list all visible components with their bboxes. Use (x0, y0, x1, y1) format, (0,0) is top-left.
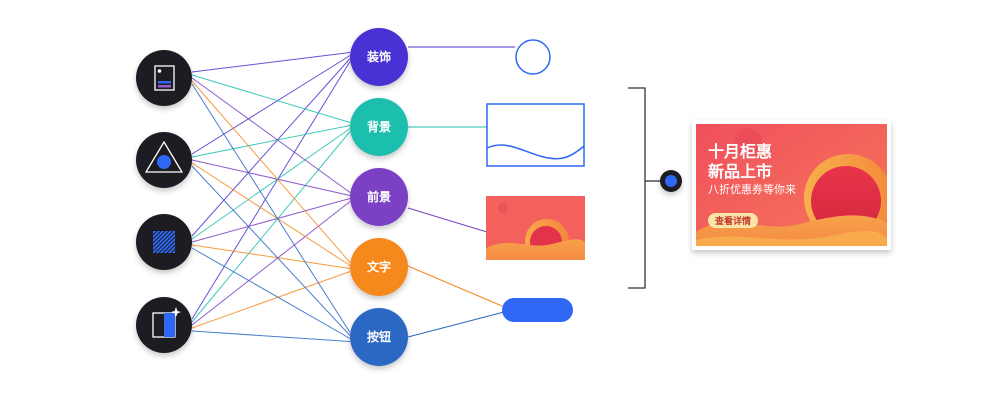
link-source-1-to-decoration (191, 52, 351, 73)
banner-subtitle: 八折优惠券等你来 (708, 182, 796, 196)
link-source-2-to-foreground (191, 159, 351, 196)
banner-cta-label: 查看详情 (714, 215, 751, 227)
merge-bracket (628, 87, 682, 289)
layer-node-decoration[interactable]: 装饰 (350, 28, 408, 86)
layer-node-background[interactable]: 背景 (350, 98, 408, 156)
layer-node-text[interactable]: 文字 (350, 238, 408, 296)
banner-cta-button[interactable] (708, 213, 758, 228)
layer-node-text-label: 文字 (367, 259, 391, 274)
layer-node-foreground-label: 前景 (367, 189, 391, 204)
link-source-4-to-foreground (191, 201, 351, 326)
link-source-2-to-text (191, 162, 351, 266)
link-source-4-to-background (191, 131, 351, 323)
layer-node-button[interactable]: 按钮 (350, 308, 408, 366)
link-source-3-to-foreground (191, 198, 351, 243)
layer-nodes: 装饰 背景 前景 文字 按钮 (350, 28, 408, 366)
background-wave-output (486, 103, 585, 167)
foreground-thumbnail-output (486, 196, 585, 260)
source-node-3[interactable] (136, 214, 192, 270)
link-text-output (407, 265, 503, 307)
split-rectangle-sparkle-icon (152, 307, 181, 338)
output-connectors (407, 46, 515, 338)
button-pill-output (502, 298, 573, 322)
layer-node-foreground[interactable]: 前景 (350, 168, 408, 226)
connection-lines (191, 52, 351, 342)
image-frame-icon (154, 65, 175, 91)
link-source-1-to-text (191, 80, 351, 263)
link-source-1-to-background (191, 74, 351, 123)
link-source-4-to-button (191, 330, 351, 342)
source-nodes (136, 50, 192, 353)
link-source-3-to-text (191, 244, 351, 269)
link-source-3-to-background (191, 128, 351, 240)
link-source-1-to-foreground (191, 77, 351, 193)
link-source-4-to-text (191, 271, 351, 329)
triangle-circle-icon (144, 140, 184, 173)
link-source-3-to-button (191, 247, 351, 339)
source-node-2[interactable] (136, 132, 192, 188)
layer-node-background-label: 背景 (367, 119, 391, 134)
link-source-4-to-decoration (191, 61, 351, 320)
layer-node-decoration-label: 装饰 (366, 49, 391, 64)
result-banner: 十月柜惠 新品上市 八折优惠券等你来 查看详情 (692, 120, 891, 250)
link-source-1-to-button (191, 83, 351, 333)
link-button-output (407, 311, 505, 338)
source-node-4[interactable] (136, 297, 192, 353)
hatched-square-icon (152, 230, 176, 254)
decoration-circle-output (515, 39, 551, 75)
link-source-2-to-decoration (191, 55, 351, 155)
banner-title-line1: 十月柜惠 (708, 142, 772, 161)
link-source-3-to-decoration (191, 58, 351, 237)
banner-title-line2: 新品上市 (708, 162, 772, 181)
link-source-2-to-background (191, 125, 351, 158)
source-node-1[interactable] (136, 50, 192, 106)
layer-node-button-label: 按钮 (367, 329, 391, 344)
link-source-2-to-button (191, 165, 351, 336)
link-foreground-output (407, 207, 488, 233)
